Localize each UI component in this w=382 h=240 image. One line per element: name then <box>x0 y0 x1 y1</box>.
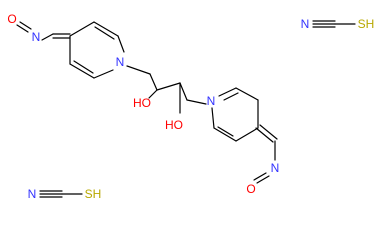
tc-top-nitrogen: N <box>301 17 310 31</box>
chain-oh-bond-1 <box>148 89 158 99</box>
thiocyanate-bottom: N SH <box>28 187 102 201</box>
top-ring-nitrogen: N <box>116 55 125 69</box>
structure-canvas: O N N HO HO N <box>7 12 375 201</box>
top-ring-bond-4 <box>93 69 114 79</box>
top-oxime-nitrogen: N <box>32 30 41 44</box>
bond-o-n-top-1 <box>16 24 29 33</box>
chain-bond-1 <box>126 65 151 75</box>
bottom-ring: N <box>207 87 259 142</box>
top-ring-bond-5b <box>73 60 94 74</box>
chemical-structure: O N N HO HO N <box>7 12 375 201</box>
hydroxyl-label-1: HO <box>133 96 151 110</box>
bottom-oxime-group: N O <box>246 124 280 196</box>
bond-c-ch-bottom-1 <box>255 127 274 143</box>
bond-n-o-bottom-1 <box>256 175 270 184</box>
bottom-ring-bond-4 <box>235 127 259 142</box>
bottom-ring-bond-2 <box>235 87 259 101</box>
bond-o-n-top-2 <box>19 21 32 30</box>
bond-c-ch-bottom-2 <box>259 124 278 140</box>
bottom-ring-nitrogen: N <box>207 94 216 108</box>
chain-bond-4 <box>179 82 188 101</box>
bottom-ring-bond-5 <box>213 127 237 142</box>
bottom-oxime-nitrogen: N <box>271 161 280 175</box>
bottom-ring-bond-6 <box>211 107 215 129</box>
top-ring-bond-3 <box>117 35 125 53</box>
chain-bond-5 <box>186 99 207 105</box>
bottom-oxime-oxygen: O <box>246 182 255 196</box>
top-oxime-group: O N <box>7 12 71 44</box>
top-ring-bond-2 <box>93 21 119 37</box>
thiocyanate-top: N SH <box>301 17 375 31</box>
chain-bond-3 <box>156 82 181 91</box>
top-ring-bond-5 <box>69 63 95 79</box>
hydroxyl-label-2: HO <box>165 118 183 132</box>
chain-bond-2 <box>149 73 158 91</box>
bottom-ring-bond-1b <box>223 92 239 101</box>
butanediol-chain: HO HO <box>126 65 207 132</box>
top-oxime-oxygen: O <box>7 12 16 26</box>
top-ring-bond-1 <box>69 21 95 37</box>
top-ring-bond-2b <box>94 26 115 40</box>
tc-bottom-sulfur: SH <box>85 187 102 201</box>
bond-n-ch-top <box>41 33 54 41</box>
bond-n-o-bottom-2 <box>253 172 267 181</box>
bottom-ring-bond-1 <box>218 87 237 97</box>
tc-top-sulfur: SH <box>358 17 375 31</box>
top-ring: N <box>69 21 125 79</box>
bottom-ring-bond-5b <box>217 126 234 137</box>
tc-bottom-nitrogen: N <box>28 187 37 201</box>
